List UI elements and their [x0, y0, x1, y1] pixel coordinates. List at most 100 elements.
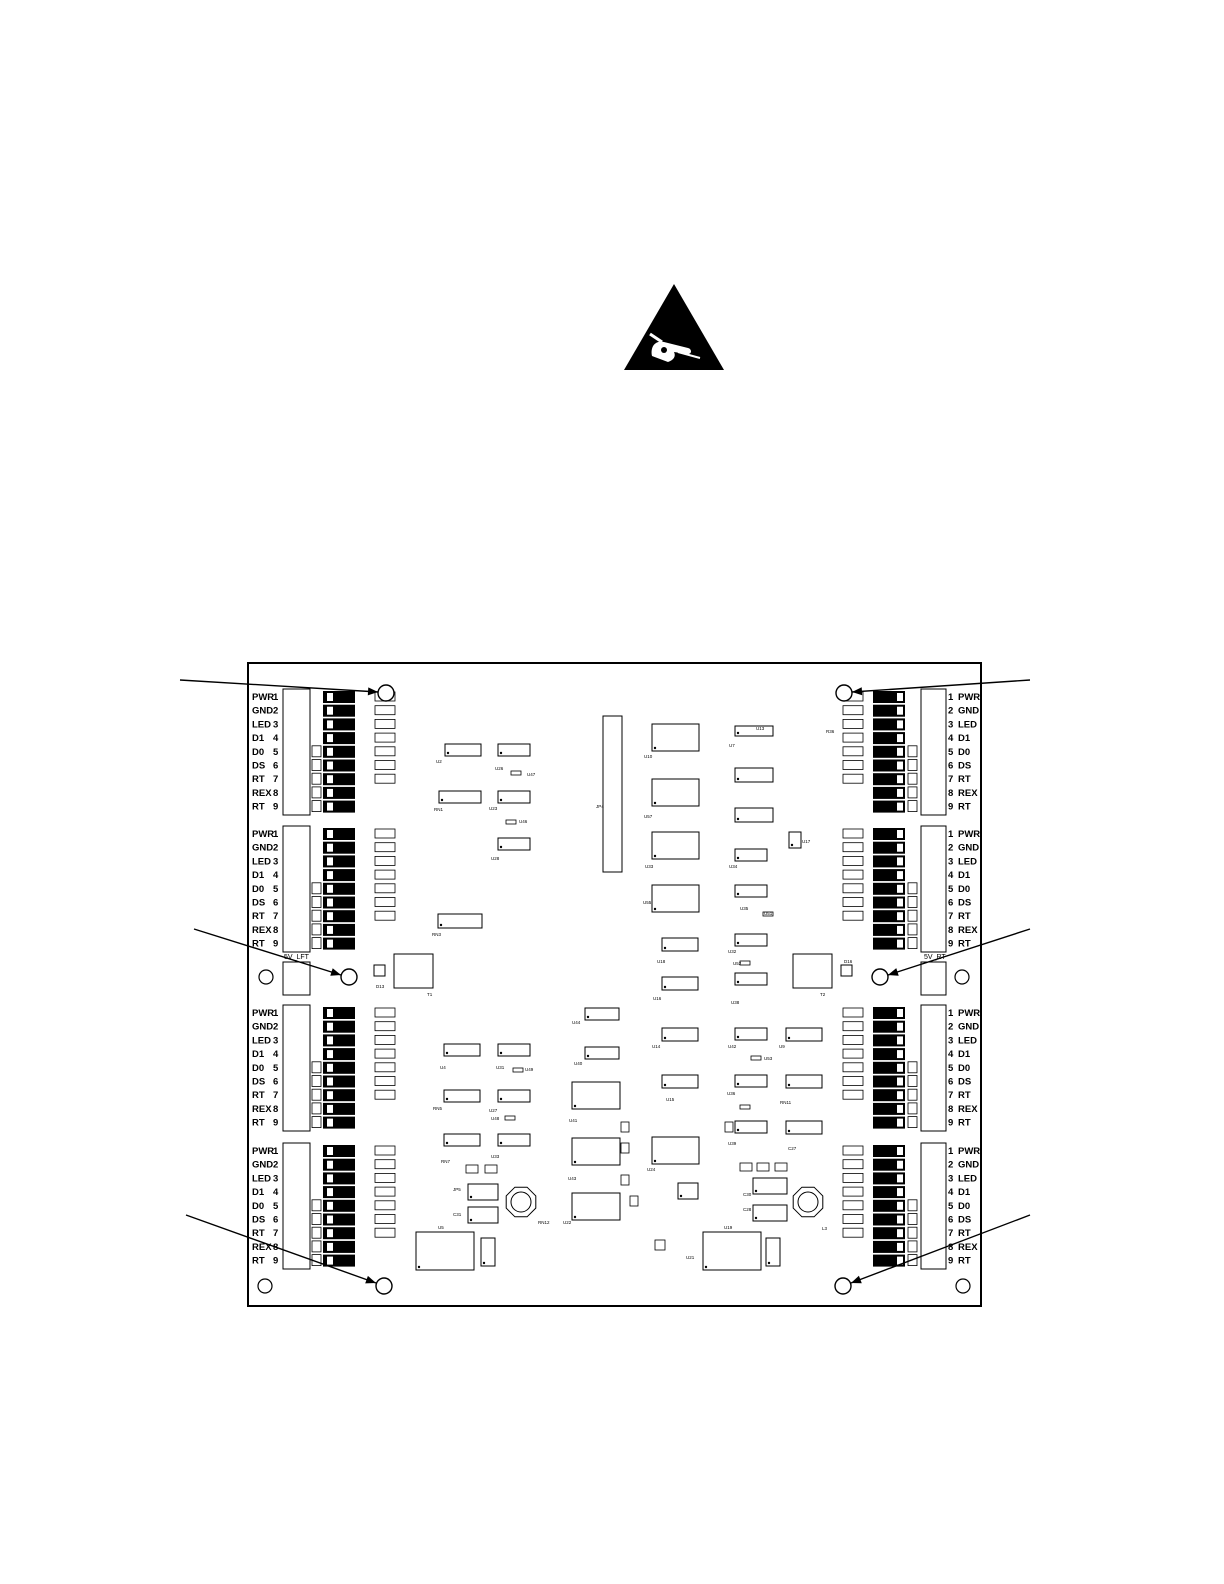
callout-arrowhead [852, 687, 863, 696]
ic-pin1 [787, 1036, 791, 1040]
pin-number-left: 7 [273, 774, 278, 785]
cap-right [907, 1116, 918, 1128]
ic-pin1 [499, 1141, 503, 1145]
pin-number-right: 9 [948, 802, 953, 813]
led-pad [327, 1242, 333, 1251]
pin-label-left: D1 [252, 1049, 265, 1060]
ic-chip [661, 976, 699, 991]
cap-left [311, 1088, 322, 1101]
pin-number-right: 5 [948, 884, 954, 895]
component-label: U17 [802, 839, 811, 844]
component-label: U48 [491, 1116, 500, 1121]
led-pad [327, 830, 333, 838]
pin-number-right: 6 [948, 1077, 953, 1088]
ic-pin1 [499, 798, 503, 802]
ic-pin1 [445, 1051, 449, 1055]
resistor-left [374, 883, 396, 894]
pin-number-right: 2 [948, 706, 953, 717]
ic-pin1 [704, 1265, 708, 1269]
mounting-hole-callouts [179, 679, 1031, 1284]
pin-label-right: RT [958, 939, 971, 950]
ic-pin1 [499, 845, 503, 849]
component-label: C28 [743, 1207, 752, 1212]
terminal-block-right [920, 1004, 947, 1132]
led-pad [327, 747, 333, 756]
component-label: U31 [496, 1065, 505, 1070]
component-label: JP4 [596, 804, 604, 809]
ic-pin1 [499, 751, 503, 755]
led-left [323, 1020, 355, 1033]
ic-pin1 [417, 1265, 421, 1269]
pin-number-right: 7 [948, 1090, 953, 1101]
component-label: U33 [491, 1154, 500, 1159]
ic-pin1 [767, 1261, 771, 1265]
pin-number-right: 2 [948, 1160, 953, 1171]
resistor-left [374, 910, 396, 921]
ic-pin1 [736, 941, 740, 945]
led-pad [327, 1091, 333, 1100]
led-pad [327, 1009, 333, 1017]
ic-chip [752, 1204, 788, 1222]
resistor-right [842, 828, 864, 839]
pin-number-left: 4 [273, 1049, 279, 1060]
resistor-left [374, 1021, 396, 1032]
led-pad [327, 884, 333, 893]
ic-chip [734, 1074, 768, 1088]
pin-number-right: 3 [948, 856, 953, 867]
led-pad [897, 898, 903, 907]
cap-left [311, 937, 322, 949]
component-label: L3 [822, 1226, 828, 1231]
pin-label-right: D1 [958, 1049, 971, 1060]
pin-label-left: RT [252, 802, 265, 813]
ic-chip [702, 1231, 762, 1271]
led-pad [327, 857, 333, 866]
pin-label-left: GND [252, 706, 273, 717]
cap-right [907, 745, 918, 758]
component-label: U9 [779, 1044, 785, 1049]
ic-pin1 [663, 1036, 667, 1040]
cap-left [311, 745, 322, 758]
pin-label-right: D1 [958, 1187, 971, 1198]
resistor-right [842, 705, 864, 716]
pin-label-right: RT [958, 774, 971, 785]
cap-right [907, 937, 918, 949]
led-pad [327, 843, 333, 852]
ic-pin1 [653, 907, 657, 911]
led-pad [327, 1063, 333, 1072]
component-label: U42 [728, 1044, 737, 1049]
ic-chip [497, 743, 531, 757]
pin-label-left: LED [252, 856, 271, 867]
pin-number-right: 9 [948, 939, 953, 950]
cap-left [311, 759, 322, 771]
pin-number-right: 9 [948, 1118, 953, 1129]
pin-label-left: GND [252, 1022, 273, 1033]
pin-number-left: 9 [273, 1256, 278, 1267]
ic-chip [443, 1133, 481, 1147]
resistor-right [842, 883, 864, 894]
pin-number-right: 6 [948, 898, 953, 909]
cap-left [311, 772, 322, 785]
cap-right [907, 1102, 918, 1115]
led-pad [897, 1229, 903, 1238]
smd-part [465, 1164, 479, 1174]
resistor-left [374, 1048, 396, 1059]
resistor-left [374, 1035, 396, 1045]
cap-left [311, 1061, 322, 1074]
ic-pin1 [446, 751, 450, 755]
ic-pin1 [736, 1128, 740, 1132]
smd-part [510, 770, 522, 776]
led-pad [897, 857, 903, 866]
pin-number-left: 1 [273, 1146, 279, 1157]
component-label: U23 [489, 806, 498, 811]
component-label: U26 [495, 766, 504, 771]
ic-pin1 [787, 1083, 791, 1087]
callout-arrowhead [330, 968, 341, 976]
ic-pin1 [736, 1035, 740, 1039]
component-label: U2 [436, 759, 442, 764]
ic-pin1 [573, 1215, 577, 1219]
ic-chip [497, 837, 531, 851]
jumper-label-left: 5V_LFT [284, 954, 310, 961]
pin-number-right: 7 [948, 911, 953, 922]
